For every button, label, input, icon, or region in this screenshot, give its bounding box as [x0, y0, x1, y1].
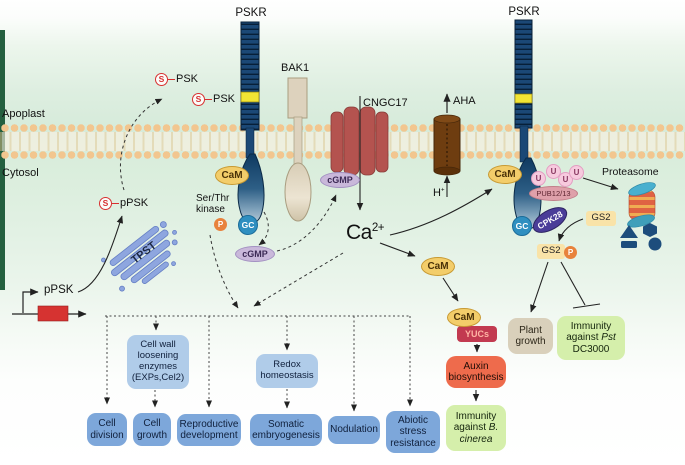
sulfate-icon: S [192, 92, 205, 106]
outcome-cell-division: Cell division [87, 413, 127, 446]
cam-left: CaM [215, 166, 249, 185]
ubiquitin-icon: U [546, 164, 561, 179]
outcome-immunity-pst: Immunity against Pst DC3000 [557, 316, 625, 360]
cam-right: CaM [488, 165, 522, 184]
gc-domain-right: GC [512, 216, 532, 236]
outcome-plant-growth: Plant growth [508, 318, 553, 354]
sulfate-icon: S [155, 72, 168, 86]
gene-ppsk-label: pPSK [44, 284, 74, 296]
cam-on-yucs: CaM [447, 308, 481, 327]
outcome-cell-wall-enzymes: Cell wall loosening enzymes (EXPs,Cel2) [127, 335, 189, 389]
tpst-label: TPST [129, 239, 159, 267]
outcome-cell-growth: Cell growth [133, 413, 171, 446]
ubiquitin-icon: U [569, 165, 584, 180]
left-edge-bar [0, 30, 5, 290]
sulfate-bond [168, 78, 175, 80]
ubiquitin-icon: U [531, 171, 546, 186]
outcome-reproductive: Reproductive development [177, 414, 241, 446]
outcome-immunity-botrytis: Immunity against B. cinerea [446, 405, 506, 451]
outcome-somatic: Somatic embryogenesis [250, 414, 322, 446]
pub12-13-ligase: PUB12/13 [529, 186, 578, 201]
psk-label: PSK [213, 93, 236, 105]
phospho-icon-gs2: P [564, 246, 577, 259]
sulfated-psk-bound: S PSK [192, 92, 235, 106]
sulfate-icon: S [99, 196, 112, 210]
proteasome-icon [627, 182, 656, 228]
outcome-abiotic: Abiotic stress resistance [386, 411, 440, 453]
pskr-right-label: PSKR [508, 6, 540, 18]
outcome-redox: Redox homeostasis [256, 354, 318, 388]
phospho-icon-left: P [214, 218, 227, 231]
cgmp-near-cngc17: cGMP [320, 172, 360, 188]
apoplast-label: Apoplast [2, 108, 45, 120]
sulfate-bond [205, 98, 212, 100]
bak1-label: BAK1 [281, 62, 310, 74]
cngc17-label: CNGC17 [363, 97, 408, 109]
degraded-protein-fragments [620, 223, 662, 251]
gs2-phosphorylated: GS2 [537, 244, 565, 259]
gs2-label: GS2 [586, 211, 616, 226]
proton-label: H+ [433, 187, 445, 199]
ppsk-label: pPSK [120, 197, 149, 209]
calcium-label: Ca2+ [346, 221, 385, 244]
gc-domain-left: GC [238, 215, 258, 235]
psk-gene [12, 288, 87, 322]
cam-mid: CaM [421, 257, 455, 276]
pskr-left-label: PSKR [235, 7, 267, 19]
yucs-enzymes: YUCs [457, 326, 497, 342]
aha-label: AHA [453, 95, 476, 107]
sulfate-bond [112, 202, 119, 204]
membrane-inner-leaflet [0, 150, 685, 160]
sulfated-psk-free: S PSK [155, 72, 198, 86]
cytosol-label: Cytosol [2, 167, 39, 179]
cpk28-kinase: CPK28 [528, 201, 572, 239]
outcome-nodulation: Nodulation [328, 416, 380, 444]
proteasome-label: Proteasome [602, 166, 659, 178]
cgmp-cytosolic: cGMP [235, 246, 275, 262]
psk-label: PSK [176, 73, 199, 85]
outcome-auxin: Auxin biosynthesis [446, 356, 506, 388]
membrane-core [0, 132, 685, 151]
